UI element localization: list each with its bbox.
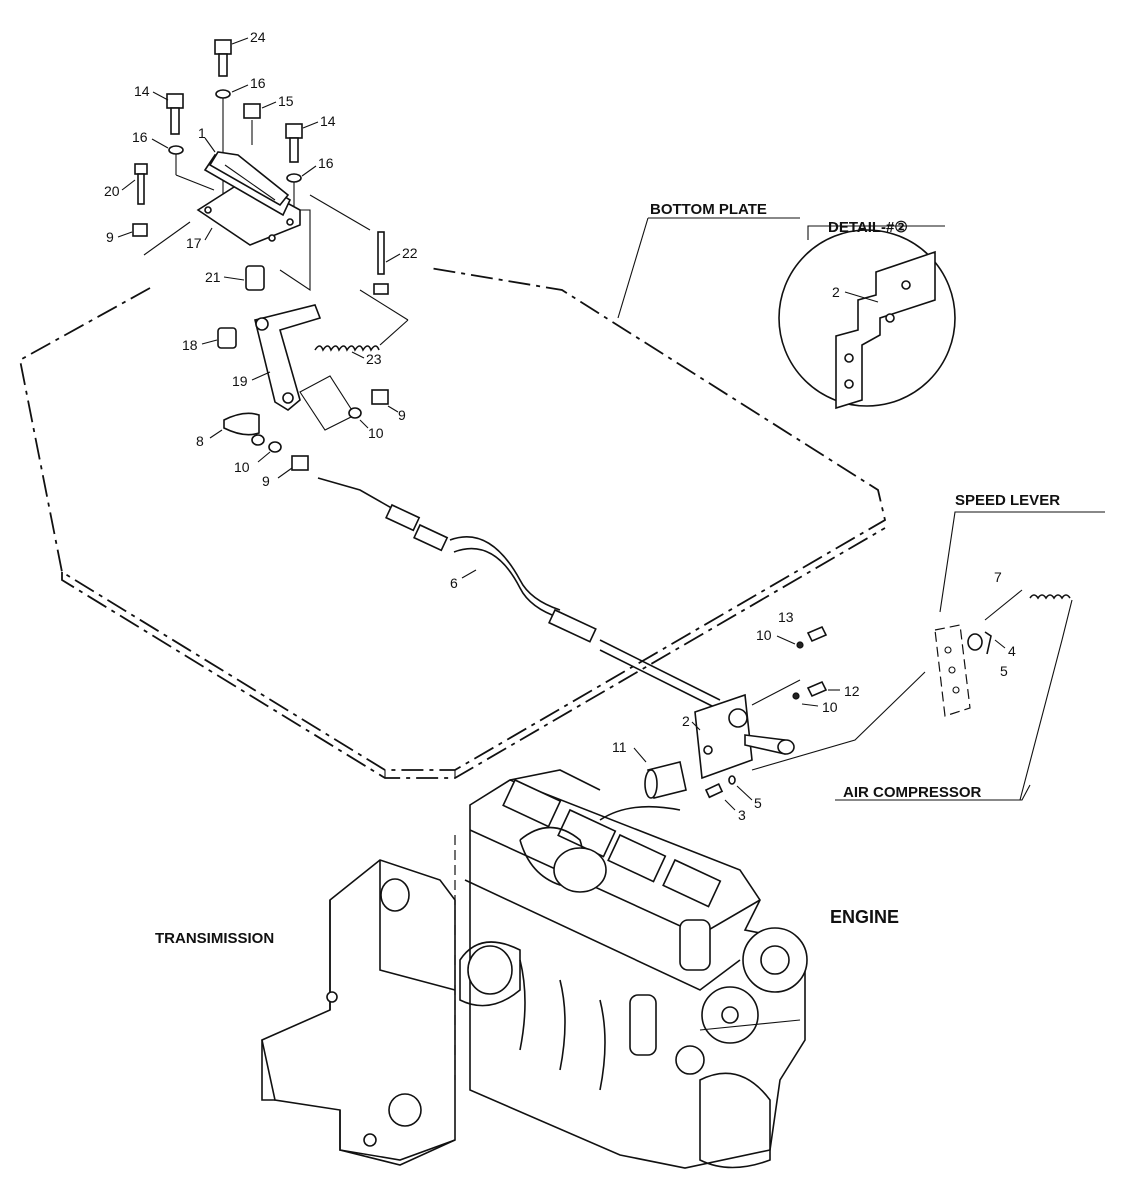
part-numbers: 24 16 15 14 14 16 1 16 20 9 17 22 21 18 … bbox=[104, 29, 1016, 823]
part-number-21: 21 bbox=[205, 269, 221, 285]
bottom-plate bbox=[18, 267, 887, 779]
part-number-22: 22 bbox=[402, 245, 418, 261]
air-compressor-leader bbox=[835, 784, 1031, 801]
part-number-10: 10 bbox=[756, 627, 772, 643]
bottom-plate-label: BOTTOM PLATE bbox=[650, 201, 767, 218]
part-number-23: 23 bbox=[366, 351, 382, 367]
part-number-14: 14 bbox=[134, 83, 150, 99]
part-number-9: 9 bbox=[262, 473, 270, 489]
part-number-3: 3 bbox=[738, 807, 746, 823]
bottom-plate-leader bbox=[617, 217, 649, 319]
part-number-5: 5 bbox=[754, 795, 762, 811]
part-number-14: 14 bbox=[320, 113, 336, 129]
part-number-16: 16 bbox=[132, 129, 148, 145]
part-number-10: 10 bbox=[368, 425, 384, 441]
speed-lever bbox=[934, 511, 1105, 801]
detail-circle bbox=[778, 225, 956, 410]
part-number-9: 9 bbox=[398, 407, 406, 423]
part-number-2-detail: 2 bbox=[832, 284, 840, 300]
cable-bracket bbox=[644, 625, 926, 799]
engine-label: ENGINE bbox=[830, 907, 899, 927]
part-number-2: 2 bbox=[682, 713, 690, 729]
part-number-15: 15 bbox=[278, 93, 294, 109]
part-number-16: 16 bbox=[250, 75, 266, 91]
part-number-12: 12 bbox=[844, 683, 860, 699]
part-number-17: 17 bbox=[186, 235, 202, 251]
speed-lever-label: SPEED LEVER bbox=[955, 492, 1060, 509]
part-number-9: 9 bbox=[106, 229, 114, 245]
part-number-13: 13 bbox=[778, 609, 794, 625]
engine bbox=[454, 769, 808, 1169]
transmission-label: TRANSIMISSION bbox=[155, 930, 274, 947]
part-number-11: 11 bbox=[612, 739, 627, 755]
control-cable bbox=[317, 477, 721, 711]
detail-label: DETAIL-#② bbox=[828, 219, 908, 236]
part-number-7: 7 bbox=[994, 569, 1002, 585]
bracket-assembly bbox=[132, 39, 409, 471]
part-number-8: 8 bbox=[196, 433, 204, 449]
part-number-24: 24 bbox=[250, 29, 266, 45]
part-number-19: 19 bbox=[232, 373, 248, 389]
part-number-1: 1 bbox=[198, 125, 206, 141]
part-number-5: 5 bbox=[1000, 663, 1008, 679]
part-number-4: 4 bbox=[1008, 643, 1016, 659]
part-number-20: 20 bbox=[104, 183, 120, 199]
air-compressor-label: AIR COMPRESSOR bbox=[843, 784, 982, 801]
transmission bbox=[261, 859, 456, 1166]
part-number-16: 16 bbox=[318, 155, 334, 171]
part-number-18: 18 bbox=[182, 337, 198, 353]
part-number-6: 6 bbox=[450, 575, 458, 591]
part-number-10: 10 bbox=[234, 459, 250, 475]
part-number-10: 10 bbox=[822, 699, 838, 715]
